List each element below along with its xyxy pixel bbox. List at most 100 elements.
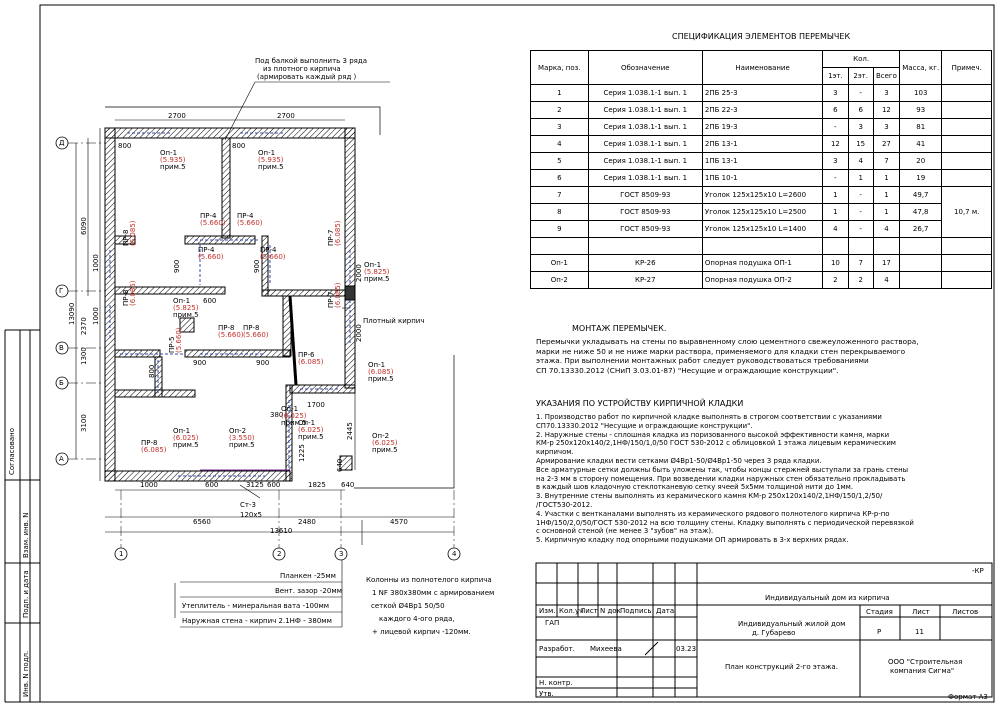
lintel-elevation: (6.085) — [298, 358, 324, 366]
spec-table: Марка, поз. Обозначение Наименование Кол… — [530, 50, 992, 289]
stamp-project: Индивидуальный дом из кирпича — [765, 594, 890, 602]
dim-top-1: 2700 — [168, 112, 186, 120]
stamp-stage-h: Стадия — [866, 608, 893, 616]
lintel-name: ПР-4 — [198, 246, 215, 254]
spec-note-cell — [941, 271, 992, 289]
lintel-note: прим.5 — [173, 441, 199, 449]
dim-inner-900d: 900 — [256, 359, 270, 367]
dim-inner-800a: 800 — [118, 142, 132, 150]
masonry-title: УКАЗАНИЯ ПО УСТРОЙСТВУ КИРПИЧНОЙ КЛАДКИ — [536, 399, 744, 408]
axis-label-g: Г — [59, 287, 64, 295]
lintel-name: Оп-1 — [160, 149, 178, 157]
lintel-label: Оп-1(5.825)прим.5 — [364, 262, 390, 283]
lintel-label: Оп-2(6.025)прим.5 — [372, 433, 398, 454]
lintel-elevation: (5.660) — [260, 253, 286, 261]
spec-row — [530, 237, 992, 255]
stamp-col-date: Дата — [656, 607, 675, 615]
lintel-name: Оп-1 — [364, 261, 382, 269]
lintel-label: ПР-8(5.660) — [218, 325, 244, 339]
text-line: 5. Кирпичную кладку под опорными подушка… — [536, 536, 849, 545]
mount-title: МОНТАЖ ПЕРЕМЫЧЕК. — [572, 324, 667, 333]
lintel-elevation: (5.825) — [173, 304, 199, 312]
spec-cell: 49,7 — [899, 186, 943, 204]
axis-label-1: 1 — [119, 550, 124, 558]
columns-note-1: Колонны из полнотелого кирпича — [366, 576, 492, 584]
lintel-name: ПР-6 — [298, 351, 315, 359]
stamp-sheet: 11 — [915, 628, 924, 636]
callout-beam-3: (армировать каждый ряд ) — [257, 73, 357, 81]
callout-beam-1: Под балкой выполнить 3 ряда — [255, 57, 367, 65]
dim-bottom-2480: 2480 — [298, 518, 316, 526]
lintel-note: прим.5 — [372, 446, 398, 454]
stamp-object-2: д. Губарево — [752, 629, 796, 637]
lintel-name: ПР-8 — [141, 439, 158, 447]
lintel-elevation: (6.085) — [141, 446, 167, 454]
lintel-name: ПР-4 — [260, 246, 277, 254]
stamp-company-1: ООО "Строительная — [888, 658, 963, 666]
lintel-note: прим.5 — [160, 163, 186, 171]
columns-note-4: каждого 4-ого ряда, — [379, 615, 455, 623]
lintel-label: ПР-8(5.660) — [243, 325, 269, 339]
text-line: 4. Участки с вентканалами выполнять из к… — [536, 509, 890, 518]
lintel-elevation: (6.025) — [298, 426, 324, 434]
axis-label-a: А — [59, 455, 64, 463]
floor-plan — [55, 81, 461, 628]
dim-inner-380: 380 — [270, 411, 284, 419]
axis-label-2: 2 — [277, 550, 282, 558]
stamp-stage: Р — [877, 628, 882, 636]
lintel-label: Оп-1(5.935)прим.5 — [160, 150, 186, 171]
mount-text: Перемычки укладывать на стены по выравне… — [536, 337, 919, 375]
lintel-name: ПР-4 — [237, 212, 254, 220]
spec-title: СПЕЦИФИКАЦИЯ ЭЛЕМЕНТОВ ПЕРЕМЫЧЕК — [672, 32, 851, 41]
dim-inner-600: 600 — [203, 297, 217, 305]
dim-bottom-600: 600 — [205, 481, 219, 489]
axis-label-b: Б — [59, 379, 64, 387]
lintel-name: ПР-8 — [243, 324, 260, 332]
legend-line-3: Утеплитель - минеральная вата -100мм — [182, 602, 330, 610]
lintel-label: Оп-2(3.550)прим.5 — [229, 428, 255, 449]
text-line: 2. Наружные стены - сплошная кладка из п… — [536, 430, 890, 439]
lintel-label: ПР-4(5.660) — [237, 213, 263, 227]
text-line: СП 70.13330.2012 (СНиП 3.03.01-87) "Несу… — [536, 365, 839, 375]
text-line: СП70.13330.2012 "Несущие и ограждающие к… — [536, 421, 753, 430]
text-line: /ГОСТ530-2012. — [536, 500, 593, 509]
lintel-elevation: (5.660) — [198, 253, 224, 261]
ct3-size: 120х5 — [240, 511, 262, 519]
dim-bottom-640: 640 — [341, 481, 355, 489]
lintel-label: ПР-6(6.085) — [298, 352, 324, 366]
lintel-elevation: (3.550) — [229, 434, 255, 442]
stamp-nkontr: Н. контр. — [539, 679, 573, 687]
stamp-object-1: Индивидуальный жилой дом — [738, 620, 846, 628]
axis-label-v: В — [59, 344, 64, 352]
lintel-name: Оп-2 — [372, 432, 390, 440]
lintel-elevation: (5.660) — [218, 331, 244, 339]
axis-label-4: 4 — [452, 550, 457, 558]
lintel-label: ПР-4(5.660) — [198, 247, 224, 261]
lintel-name: Оп-1 — [281, 405, 299, 413]
spec-h-note: Примеч. — [941, 50, 992, 85]
lintel-note: прим.5 — [229, 441, 255, 449]
columns-note-2: 1 NF 380х380мм с армированием — [372, 589, 495, 597]
axis-label-3: 3 — [339, 550, 344, 558]
lintel-name: ПР-4 — [200, 212, 217, 220]
legend-line-4: Наружная стена - кирпич 2.1НФ - 380мм — [182, 617, 332, 625]
stamp-dev-role: Разработ. — [539, 645, 575, 653]
lintel-elevation: (6.025) — [173, 434, 199, 442]
lintel-elevation: (6.085) — [368, 368, 394, 376]
lintel-name: Оп-1 — [258, 149, 276, 157]
lintel-label: Оп-1(6.085)прим.5 — [368, 362, 394, 383]
spec-h-designation: Обозначение — [587, 50, 703, 85]
lintel-label: ПР-8(6.085) — [141, 440, 167, 454]
lintel-elevation: (5.660) — [237, 219, 263, 227]
text-line: марки не ниже 50 и не ниже марки раствор… — [536, 346, 906, 356]
text-line: на 2-3 мм в сторону помещения. При возве… — [536, 474, 906, 483]
lintel-elevation: (5.660) — [243, 331, 269, 339]
dim-inner-900c: 900 — [193, 359, 207, 367]
